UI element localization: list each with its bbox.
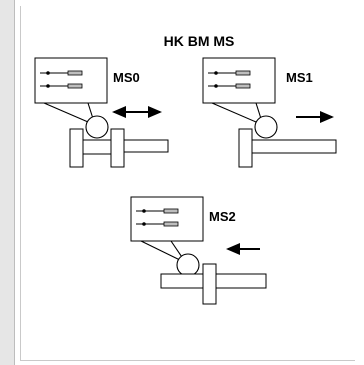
mode-ms1: MS1 [202, 57, 337, 168]
ms2-switch-housing [130, 196, 204, 242]
ms0-cam-left-block [69, 128, 84, 168]
ms0-label: MS0 [113, 70, 140, 85]
ms0-shaft [123, 139, 169, 153]
ms0-switch-housing [34, 57, 108, 104]
mode-ms2: MS2 [130, 196, 267, 305]
ms2-shaft-left [160, 273, 206, 289]
diagram-title: HK BM MS [164, 33, 235, 49]
ms0-cam-right-block [110, 128, 125, 168]
ms1-cam-block [238, 128, 253, 168]
ms1-switch-housing [202, 57, 276, 104]
ms0-roller [85, 115, 109, 139]
left-sidebar-strip [0, 0, 15, 365]
content-frame [20, 6, 355, 361]
ms2-shaft-right [215, 273, 267, 289]
ms1-label: MS1 [286, 70, 313, 85]
ms2-roller [176, 253, 200, 277]
mode-ms0: MS0 [34, 57, 169, 168]
ms1-roller [254, 115, 278, 139]
ms1-shaft [251, 139, 337, 154]
ms2-label: MS2 [209, 209, 236, 224]
ms0-cam-center [82, 139, 112, 155]
ms2-cam-block [202, 263, 217, 305]
